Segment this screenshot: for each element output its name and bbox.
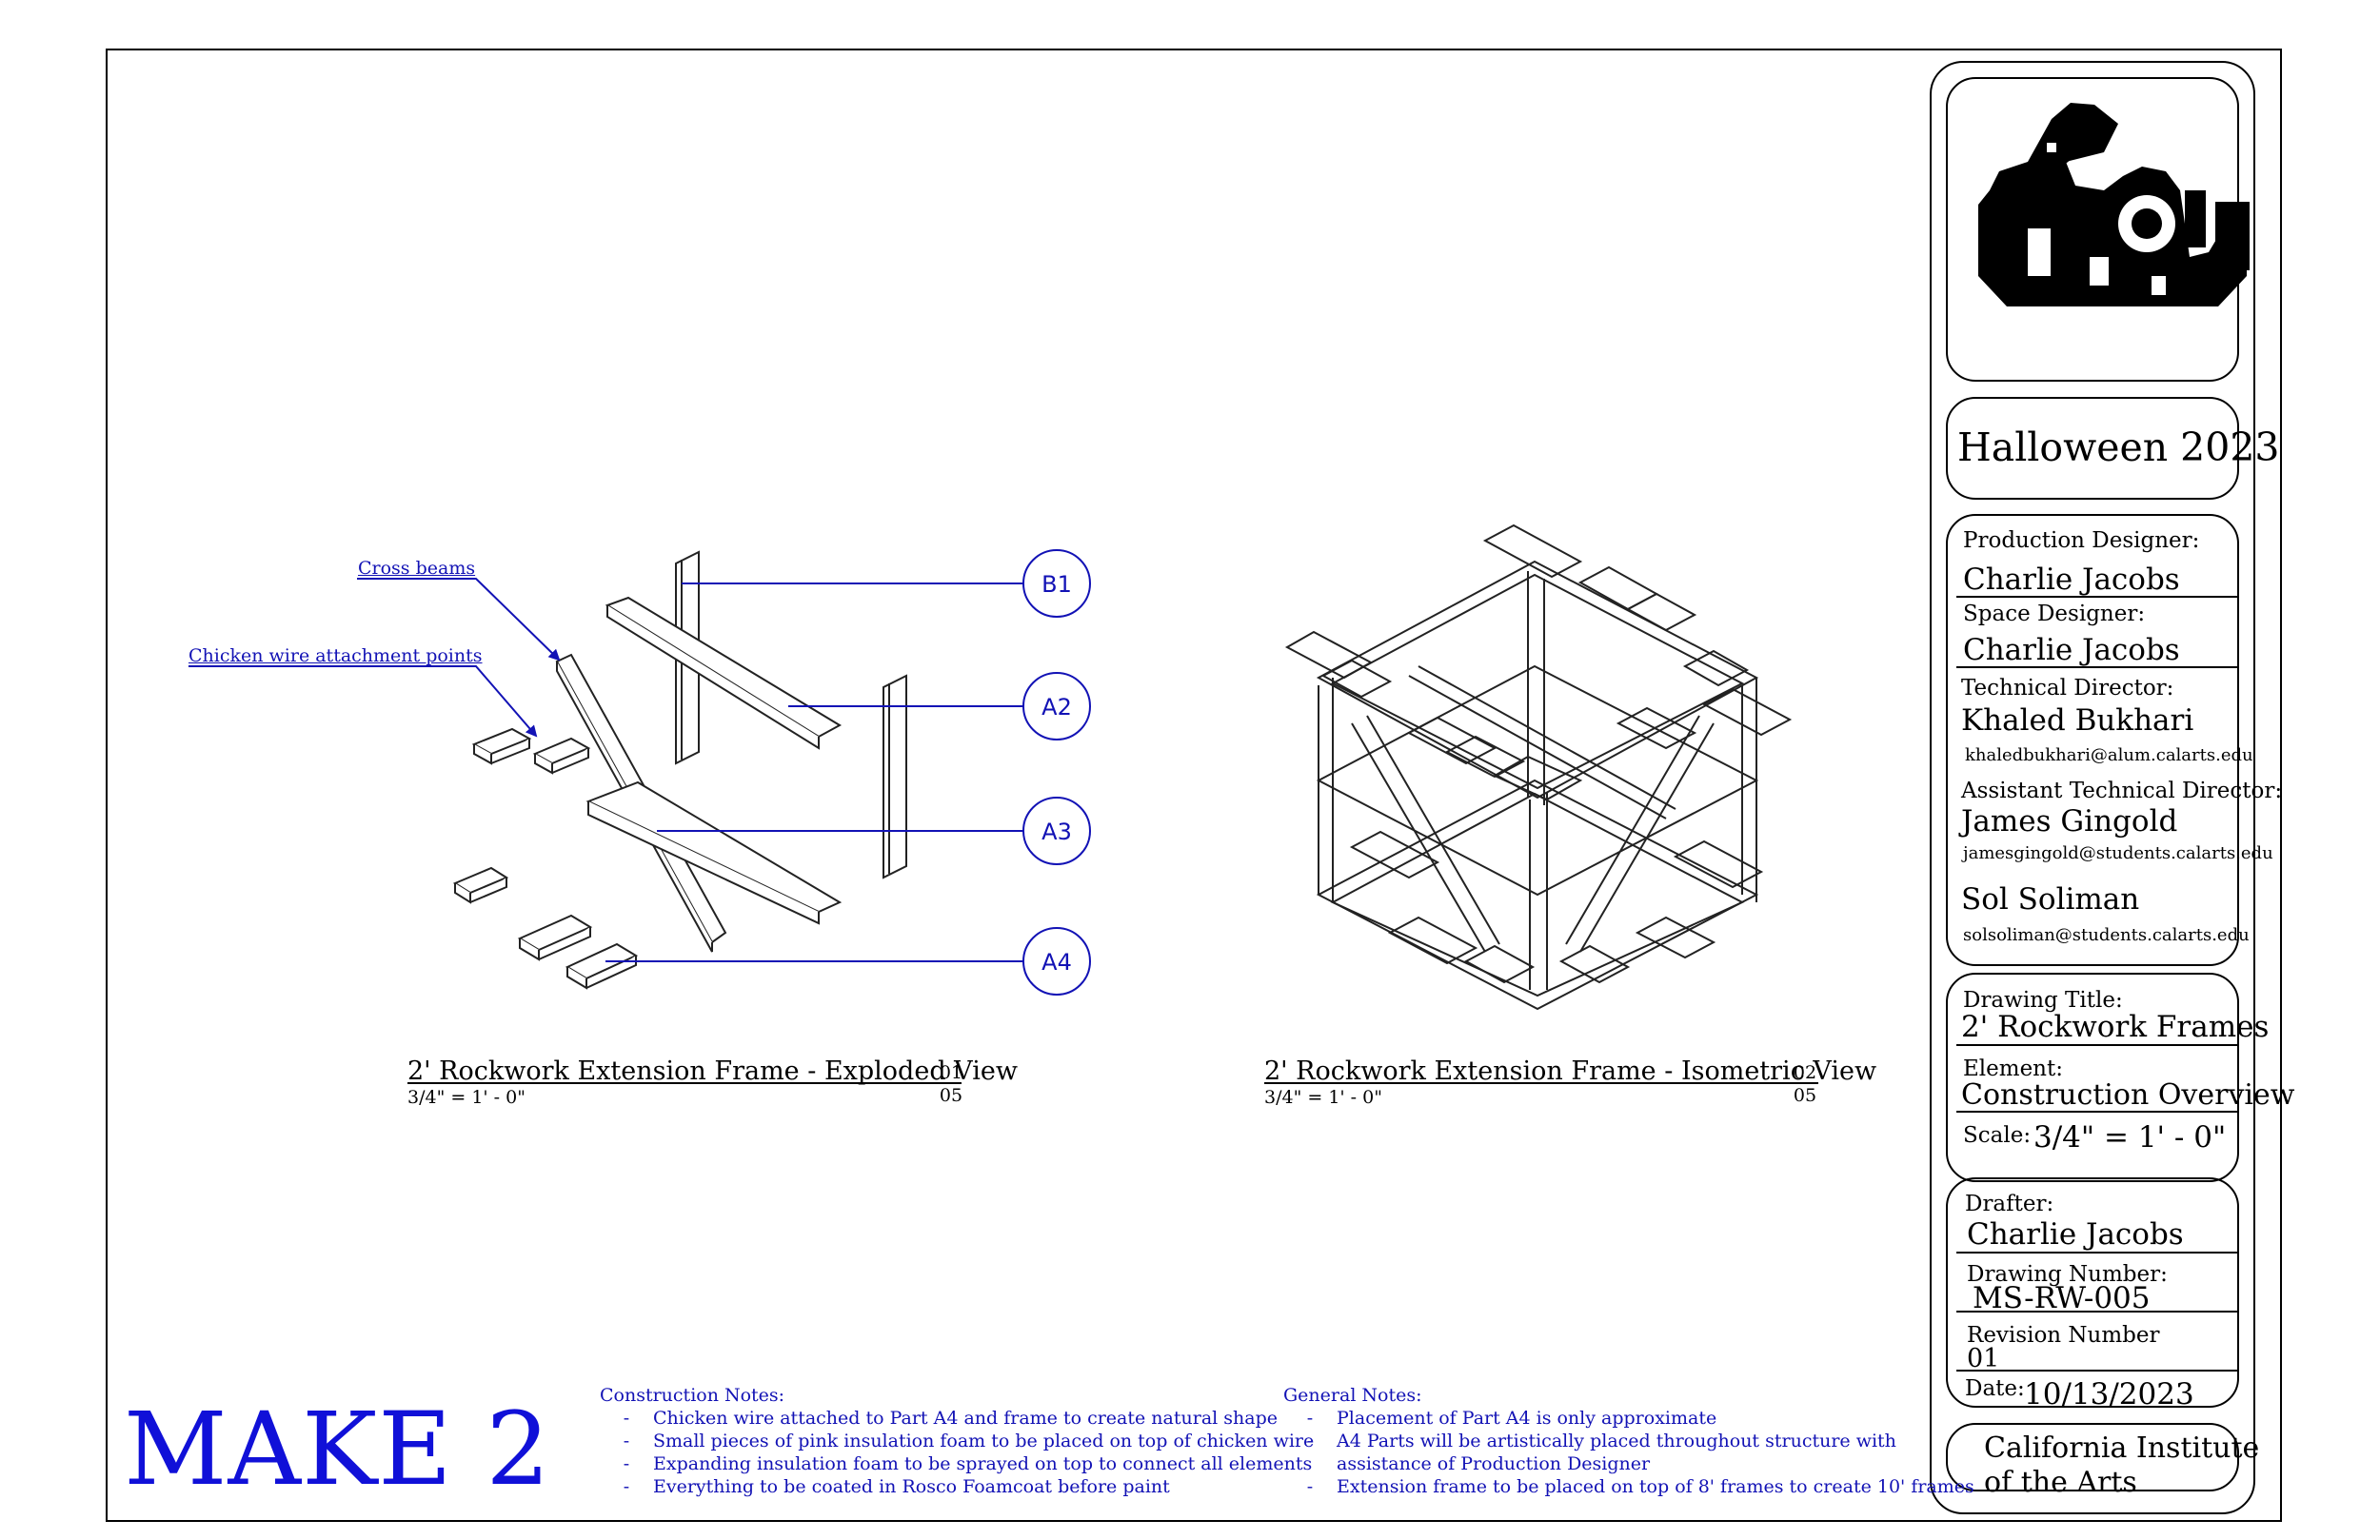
sheet-border — [106, 49, 2282, 1522]
isometric-view — [1284, 523, 1793, 1011]
view-number-exploded: 01 — [939, 1062, 963, 1083]
view-title-exploded: 2' Rockwork Extension Frame - Exploded V… — [407, 1056, 1018, 1086]
assistant-td-2-name: Sol Soliman — [1961, 882, 2140, 917]
callout-a2: A2 — [1022, 672, 1091, 740]
assistant-td-2-email: solsoliman@students.calarts.edu — [1963, 925, 2250, 945]
space-designer-label: Space Designer: — [1963, 602, 2146, 626]
assistant-td-email: jamesgingold@students.calarts.edu — [1963, 843, 2273, 863]
view-title-isometric: 2' Rockwork Extension Frame - Isometric … — [1264, 1056, 1877, 1086]
general-note-3: Extension frame to be placed on top of 8… — [1337, 1476, 1974, 1497]
element-label: Element: — [1963, 1056, 2063, 1081]
date-label: Date: — [1965, 1376, 2025, 1401]
make-label: MAKE 2 — [124, 1391, 551, 1508]
revision-label: Revision Number — [1967, 1323, 2160, 1348]
drawing-title-label: Drawing Title: — [1963, 988, 2123, 1013]
exploded-view — [452, 550, 907, 990]
view-sheet-exploded: 05 — [939, 1085, 963, 1106]
institution-line-2: of the Arts — [1984, 1466, 2137, 1499]
construction-note-2: Small pieces of pink insulation foam to … — [653, 1431, 1315, 1451]
production-designer-name: Charlie Jacobs — [1963, 563, 2180, 597]
studio-logo-icon — [1978, 103, 2250, 306]
general-note-1: Placement of Part A4 is only approximate — [1337, 1408, 1717, 1429]
note-bullet-blank — [1283, 1452, 1337, 1475]
callout-a2-label: A2 — [1041, 694, 1072, 721]
production-designer-label: Production Designer: — [1963, 528, 2200, 553]
view-sheet-isometric: 05 — [1793, 1085, 1817, 1106]
drawing-number: MS-RW-005 — [1973, 1281, 2151, 1315]
element-value: Construction Overview — [1961, 1078, 2295, 1112]
note-bullet: - — [623, 1476, 630, 1497]
drafter-name: Charlie Jacobs — [1967, 1217, 2184, 1252]
construction-notes: Construction Notes: - Chicken wire attach… — [600, 1384, 1314, 1498]
view-scale-isometric: 3/4" = 1' - 0" — [1264, 1087, 1382, 1108]
drafter-label: Drafter: — [1965, 1192, 2054, 1216]
revision-number: 01 — [1967, 1344, 2000, 1373]
note-bullet: - — [1306, 1408, 1314, 1429]
note-bullet: - — [1306, 1476, 1314, 1497]
callout-a4-label: A4 — [1041, 949, 1072, 976]
construction-note-3: Expanding insulation foam to be sprayed … — [653, 1453, 1313, 1474]
note-bullet: - — [1306, 1431, 1314, 1451]
title-block-frames — [1930, 61, 2255, 1514]
drawing-title: 2' Rockwork Frames — [1961, 1010, 2270, 1044]
institution-line-1: California Institute — [1984, 1431, 2260, 1465]
construction-note-4: Everything to be coated in Rosco Foamcoa… — [653, 1476, 1170, 1497]
view-scale-exploded: 3/4" = 1' - 0" — [407, 1087, 526, 1108]
assistant-td-name: James Gingold — [1961, 804, 2178, 839]
general-notes-heading: General Notes: — [1283, 1385, 1422, 1406]
show-title: Halloween 2023 — [1957, 424, 2280, 470]
drawing-number-label: Drawing Number: — [1967, 1262, 2168, 1287]
space-designer-name: Charlie Jacobs — [1963, 633, 2180, 667]
callout-a4: A4 — [1022, 927, 1091, 996]
construction-notes-heading: Construction Notes: — [600, 1385, 785, 1406]
general-note-2-cont: assistance of Production Designer — [1337, 1453, 1651, 1474]
date-value: 10/13/2023 — [2024, 1377, 2194, 1412]
technical-director-email: khaledbukhari@alum.calarts.edu — [1965, 745, 2253, 765]
chicken-wire-label: Chicken wire attachment points — [188, 645, 483, 666]
callout-b1-label: B1 — [1041, 571, 1072, 598]
note-bullet: - — [623, 1431, 630, 1451]
assistant-td-label: Assistant Technical Director: — [1961, 779, 2283, 803]
note-bullet: - — [623, 1408, 630, 1429]
cross-beams-label: Cross beams — [358, 558, 476, 579]
callout-a3: A3 — [1022, 797, 1091, 865]
technical-director-label: Technical Director: — [1961, 676, 2174, 701]
technical-director-name: Khaled Bukhari — [1961, 703, 2194, 738]
callout-a3-label: A3 — [1041, 819, 1072, 845]
view-number-isometric: 02 — [1793, 1062, 1817, 1083]
scale-value: 3/4" = 1' - 0" — [2033, 1120, 2227, 1155]
general-note-2: A4 Parts will be artistically placed thr… — [1337, 1431, 1896, 1451]
construction-note-1: Chicken wire attached to Part A4 and fra… — [653, 1408, 1278, 1429]
scale-label: Scale: — [1963, 1123, 2032, 1148]
note-bullet: - — [623, 1453, 630, 1474]
callout-b1: B1 — [1022, 549, 1091, 618]
general-notes: General Notes: - Placement of Part A4 is … — [1283, 1384, 1974, 1498]
